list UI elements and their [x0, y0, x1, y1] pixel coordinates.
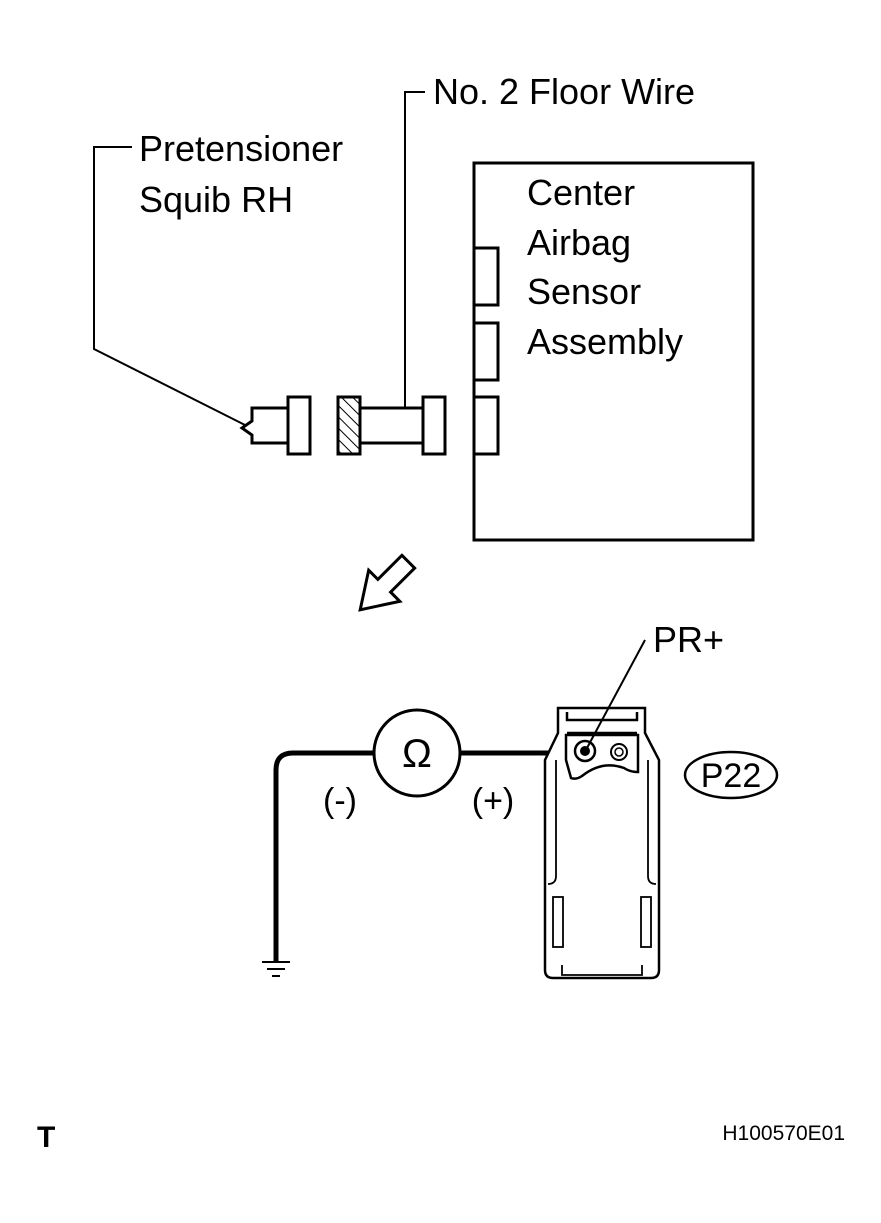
label-connector-code: P22 — [701, 757, 762, 795]
label-plus: (+) — [472, 782, 515, 820]
floor-wire-connector-end — [421, 395, 447, 456]
hollow-arrow-icon — [358, 553, 417, 612]
floor-wire-cable — [358, 406, 425, 445]
figure-id: H100570E01 — [722, 1122, 845, 1145]
label-pretensioner-line2: Squib RH — [139, 179, 293, 220]
sensor-port-1 — [472, 246, 500, 307]
ohm-symbol: Ω — [402, 732, 432, 776]
label-sensor-line1: Center — [527, 172, 635, 213]
sensor-port-2 — [472, 321, 500, 382]
label-no2-floor-wire: No. 2 Floor Wire — [433, 71, 695, 112]
connector-p22 — [543, 706, 661, 980]
measurement-circuit — [262, 639, 779, 980]
label-terminal-pr-plus: PR+ — [653, 619, 724, 660]
wire-negative — [273, 750, 373, 962]
center-airbag-sensor-box — [472, 161, 755, 542]
ohmmeter-icon — [372, 708, 462, 798]
leader-lines — [93, 91, 425, 426]
connection-layout — [239, 161, 755, 542]
label-minus: (-) — [323, 782, 357, 820]
label-sensor-line3: Sensor — [527, 271, 641, 312]
hatched-connector — [336, 395, 362, 456]
leader-pretensioner — [93, 146, 246, 426]
corner-letter: T — [37, 1121, 55, 1154]
squib-connector-body — [286, 395, 312, 456]
leader-pr-plus — [586, 639, 646, 749]
squib-connector-tip — [239, 406, 288, 445]
label-pretensioner-line1: Pretensioner — [139, 128, 343, 169]
leader-floor-wire — [404, 91, 425, 408]
sensor-port-3 — [472, 395, 500, 456]
label-sensor-line4: Assembly — [527, 321, 683, 362]
ground-icon — [262, 961, 290, 977]
connector-code-oval — [683, 750, 779, 800]
label-sensor-line2: Airbag — [527, 222, 631, 263]
